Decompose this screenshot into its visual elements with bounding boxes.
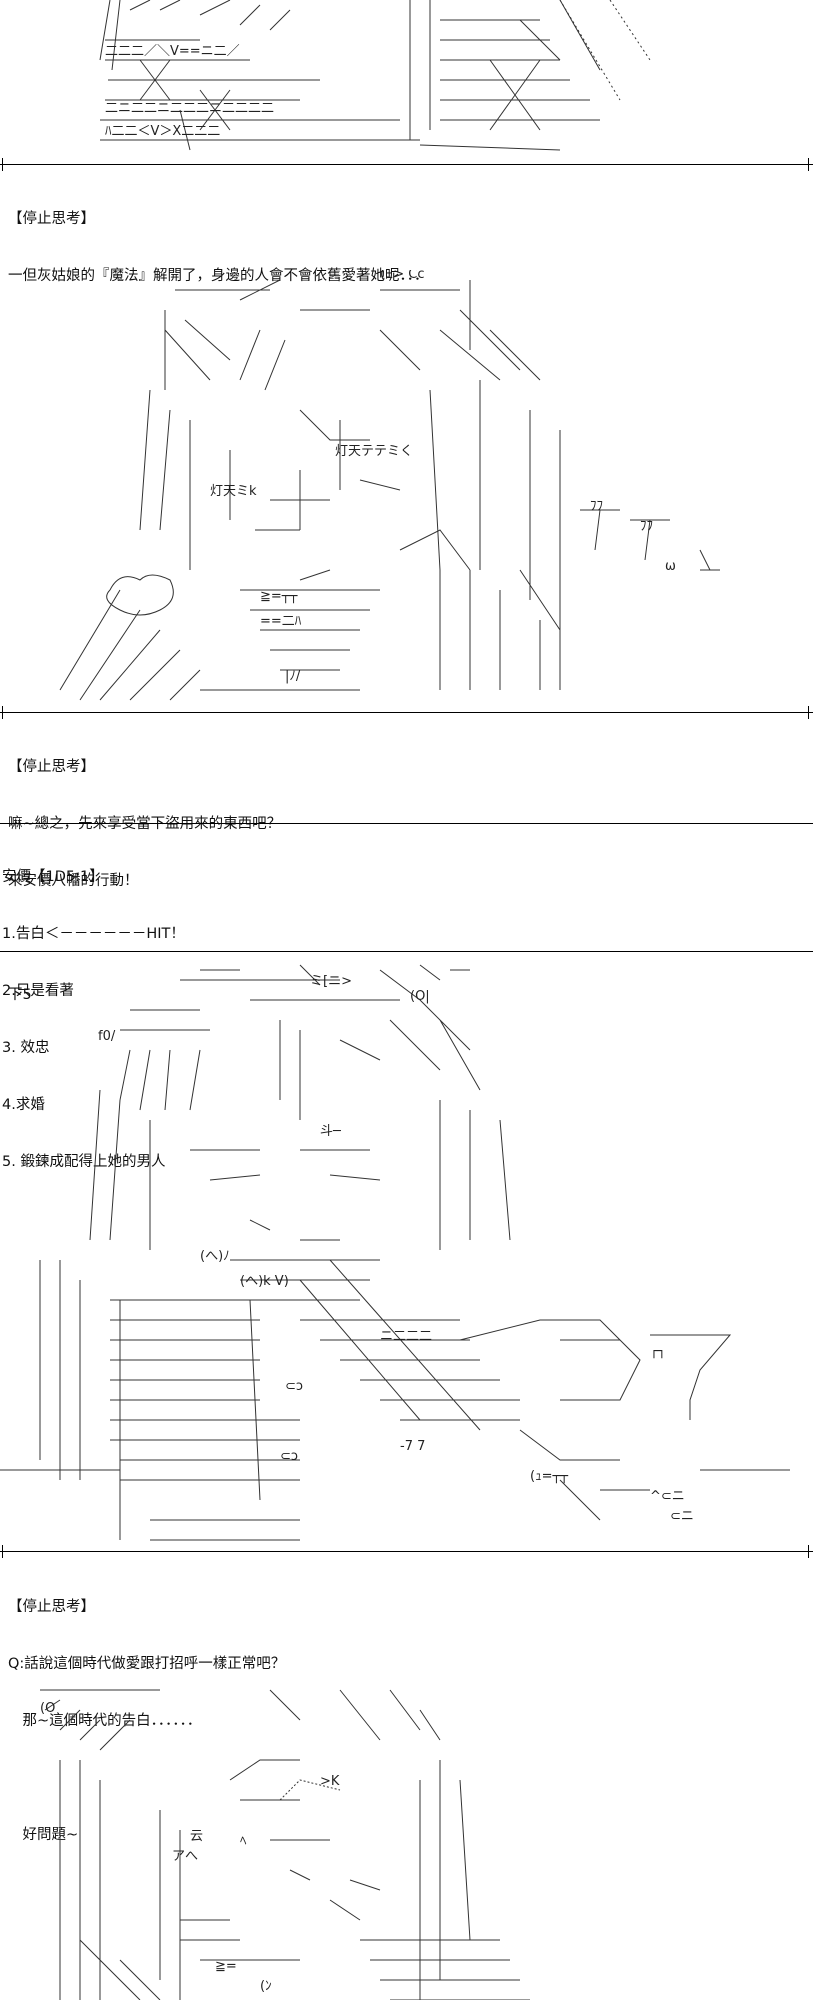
vote-option: 4.求婚 bbox=[2, 1097, 45, 1113]
stop-thinking-block-3: 【停止思考】 Q:話說這個時代做愛跟打招呼一樣正常吧？ 那~這個時代的告白．．．… bbox=[8, 1560, 285, 1864]
art-text-4-1: >K bbox=[320, 1774, 340, 1789]
art-text-2-4: ﾌﾌ bbox=[640, 519, 653, 534]
art-text-4-3: 云 bbox=[190, 1829, 203, 1844]
art-text-4-0: (O bbox=[40, 1701, 55, 1716]
art-text-3-9: (ｭ=┬┬ bbox=[530, 1469, 568, 1484]
art-text-2-2: 灯天ミk bbox=[210, 484, 257, 499]
block-line: 來安價八幡的行動！ bbox=[8, 873, 139, 889]
vote-header: 安價【1D5:1】 bbox=[2, 869, 104, 885]
art-text-3-8: ⊂ɔ bbox=[280, 1449, 298, 1464]
block-line: 好問題~ bbox=[8, 1827, 79, 1843]
stop-thinking-block-1: 【停止思考】 一但灰姑娘的『魔法』解開了，身邊的人會不會依舊愛著她呢．．． bbox=[8, 172, 429, 305]
art-text-3-2: f0/ bbox=[98, 1029, 116, 1044]
art-text-3-5: (へ)k V) bbox=[240, 1274, 289, 1289]
divider bbox=[0, 706, 813, 719]
ascii-art-character-4: (O >K アへ 云 ﾍ ≧= (ﾝ bbox=[0, 1680, 813, 2000]
art-text-4-2: アへ bbox=[172, 1849, 198, 1864]
block-header: 【停止思考】 bbox=[8, 759, 95, 775]
art-text-2-6: ≧=┬┬ bbox=[260, 589, 298, 604]
art-text-3-0: ミ[ニ> bbox=[310, 974, 352, 989]
block-line: Q:話說這個時代做愛跟打招呼一樣正常吧？ bbox=[8, 1656, 286, 1672]
art-text-3-13: ┌┐ bbox=[650, 1344, 666, 1359]
block-header: 【停止思考】 bbox=[8, 211, 95, 227]
art-text-4-5: ≧= bbox=[215, 1959, 237, 1974]
art-text-2-7: ==二ﾊ bbox=[260, 614, 302, 629]
vote-option: 2.只是看著 bbox=[2, 983, 74, 999]
vote-result-block: 安價【1D5:1】 1.告白＜－－－－－－HIT！ 2.只是看著 3. 效忠 4… bbox=[2, 830, 185, 1191]
block-line: 那~這個時代的告白．．．．．． bbox=[8, 1713, 202, 1729]
divider bbox=[0, 158, 813, 171]
art-text-2-8: |ﾉ/ bbox=[285, 669, 301, 684]
block-line: 一但灰姑娘的『魔法』解開了，身邊的人會不會依舊愛著她呢．．． bbox=[8, 268, 429, 284]
art-text-4-6: (ﾝ bbox=[260, 1979, 272, 1994]
art-text-3-7: ⊂ɔ bbox=[285, 1379, 303, 1394]
art-text-3-3: 斗─ bbox=[320, 1124, 341, 1139]
block-header: 【停止思考】 bbox=[8, 1599, 95, 1615]
art-text-3-11: ^⊂ニ bbox=[650, 1489, 685, 1504]
art-text-top-1: 二ニ二二ニ二二二ニ二二二二 bbox=[105, 101, 274, 116]
art-text-4-4: ﾍ bbox=[240, 1834, 247, 1849]
art-text-3-10: -7 7 bbox=[400, 1439, 425, 1454]
art-text-2-5: ω bbox=[665, 559, 676, 574]
vote-option: 3. 效忠 bbox=[2, 1040, 50, 1056]
art-text-2-1: 灯天テテミく bbox=[335, 444, 413, 459]
art-text-3-12: ⊂ニ bbox=[670, 1509, 694, 1524]
ascii-art-character-3: ミ[ニ> (O| f0/ 斗─ (へ)ﾉ (へ)k V) ニ二二二 ⊂ɔ ⊂ɔ … bbox=[0, 960, 813, 1565]
art-text-3-6: ニ二二二 bbox=[380, 1329, 432, 1344]
ascii-art-character-2: (Ξ> Cc 灯天テテミく 灯天ミk ﾌﾌ ﾌﾌ ω ≧=┬┬ ==二ﾊ |ﾉ/ bbox=[0, 270, 813, 710]
divider bbox=[0, 823, 813, 824]
art-text-2-0: (Ξ> Cc bbox=[380, 270, 425, 282]
stop-thinking-block-2: 【停止思考】 嘛~總之，先來享受當下盜用來的東西吧？ 來安價八幡的行動！ 下5 bbox=[8, 720, 281, 1024]
art-text-top-3: ﾊ二二＜V＞X二二二 bbox=[105, 124, 220, 139]
art-text-2-3: ﾌﾌ bbox=[590, 499, 603, 514]
vote-option: 1.告白＜－－－－－－HIT！ bbox=[2, 926, 185, 942]
ascii-art-top: 二ニ二二ニ二二二ニ二二二二 二二二／＼V==ニ二／ ﾊ二二＜V＞X二二二 bbox=[0, 0, 813, 160]
block-line: 下5 bbox=[8, 987, 32, 1003]
art-text-3-1: (O| bbox=[410, 989, 430, 1004]
divider bbox=[0, 951, 813, 952]
block-line: 嘛~總之，先來享受當下盜用來的東西吧？ bbox=[8, 816, 282, 832]
vote-option: 5. 鍛鍊成配得上她的男人 bbox=[2, 1154, 166, 1170]
art-text-top-2: 二二二／＼V==ニ二／ bbox=[105, 44, 240, 59]
art-text-3-4: (へ)ﾉ bbox=[200, 1249, 230, 1264]
divider bbox=[0, 1545, 813, 1558]
